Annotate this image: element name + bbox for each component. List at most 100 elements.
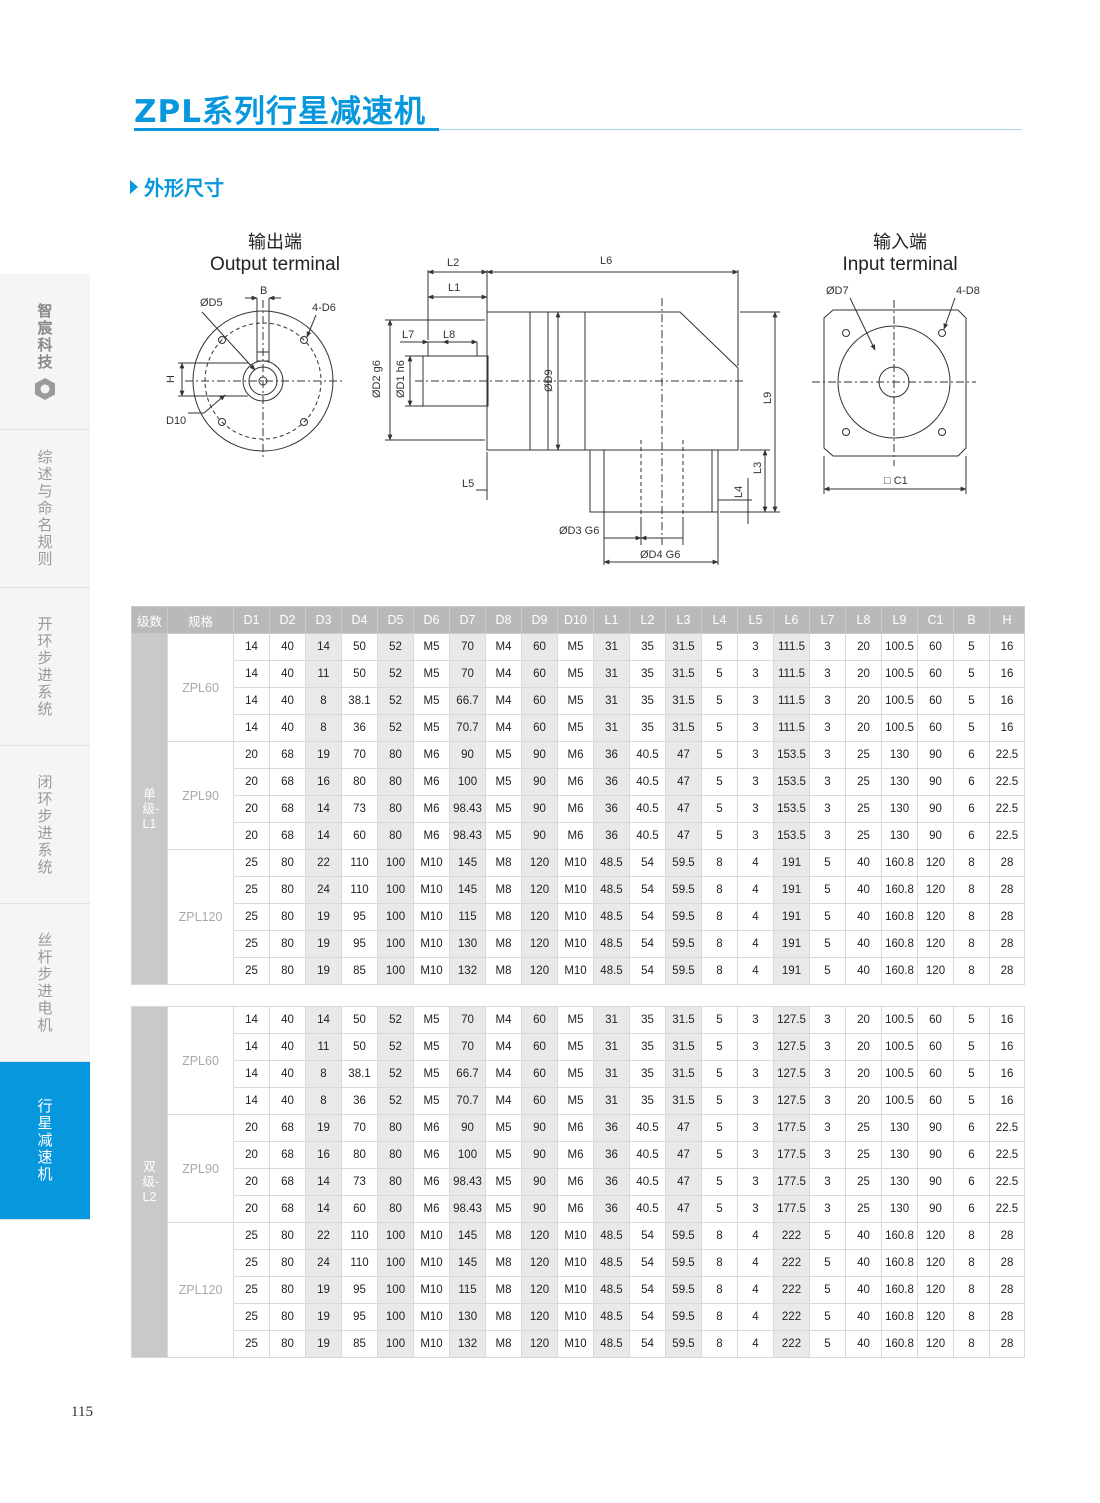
table-cell: 54	[629, 1276, 666, 1304]
label-d5: ØD5	[200, 297, 223, 309]
table-cell: 98.43	[449, 822, 486, 850]
table-cell: 22	[305, 849, 342, 877]
table-cell: 25	[233, 957, 270, 985]
table-cell: 4	[737, 849, 774, 877]
table-cell: 130	[881, 822, 918, 850]
column-header: D6	[413, 606, 450, 634]
table-cell: 31	[593, 687, 630, 715]
table-cell: M8	[485, 876, 522, 904]
sidebar-item-overview[interactable]: 综述与命名规则	[0, 430, 90, 588]
sidebar-item-lead-screw[interactable]: 丝杆步进电机	[0, 904, 90, 1062]
table-cell: 40.5	[629, 1195, 666, 1223]
table-cell: 130	[881, 1114, 918, 1142]
table-cell: M6	[413, 768, 450, 796]
table-cell: 38.1	[341, 687, 378, 715]
table-cell: 47	[665, 1141, 702, 1169]
table-cell: 132	[449, 957, 486, 985]
table-cell: 120	[521, 1249, 558, 1277]
table-cell: 3	[809, 741, 846, 769]
sidebar-item-closed-loop[interactable]: 闭环步进系统	[0, 746, 90, 904]
table-cell: M10	[413, 1303, 450, 1331]
table-cell: 14	[305, 1168, 342, 1196]
table-cell: 59.5	[665, 1276, 702, 1304]
table-cell: 40	[845, 876, 882, 904]
table-cell: 90	[521, 1141, 558, 1169]
table-cell: 3	[737, 741, 774, 769]
table-cell: 60	[521, 1060, 558, 1088]
table-cell: 50	[341, 1033, 378, 1061]
table-cell: 16	[989, 714, 1025, 742]
table-cell: 98.43	[449, 795, 486, 823]
table-cell: 70.7	[449, 714, 486, 742]
table-cell: 70	[449, 1006, 486, 1034]
table-cell: 95	[341, 930, 378, 958]
table-cell: 60	[521, 1087, 558, 1115]
table-cell: 3	[809, 660, 846, 688]
sidebar-item-open-loop[interactable]: 开环步进系统	[0, 588, 90, 746]
table-cell: M4	[485, 1033, 522, 1061]
table-cell: M10	[413, 849, 450, 877]
table-cell: 5	[953, 1033, 990, 1061]
table-cell: M5	[485, 1168, 522, 1196]
table-cell: 3	[809, 1006, 846, 1034]
table-cell: 8	[305, 1087, 342, 1115]
table-cell: 100.5	[881, 687, 918, 715]
section-title: 外形尺寸	[144, 176, 224, 200]
table-cell: 28	[989, 1249, 1025, 1277]
table-cell: 25	[233, 876, 270, 904]
table-cell: 40	[269, 1087, 306, 1115]
table-cell: 14	[233, 1060, 270, 1088]
table-cell: 40	[845, 930, 882, 958]
table-cell: M4	[485, 687, 522, 715]
column-header: D10	[557, 606, 594, 634]
table-cell: 5	[701, 1141, 738, 1169]
table-cell: 100	[449, 768, 486, 796]
output-terminal-label: 输出端 Output terminal	[190, 228, 360, 276]
table-cell: 120	[917, 930, 954, 958]
table-cell: M4	[485, 714, 522, 742]
table-cell: 19	[305, 741, 342, 769]
table-cell: 100	[449, 1141, 486, 1169]
model-cell: ZPL60	[167, 1006, 234, 1115]
table-cell: 120	[521, 957, 558, 985]
table-cell: 90	[917, 795, 954, 823]
table-cell: 153.5	[773, 795, 810, 823]
table-cell: 31.5	[665, 1087, 702, 1115]
table-cell: 191	[773, 957, 810, 985]
table-cell: 8	[701, 1222, 738, 1250]
table-cell: 48.5	[593, 903, 630, 931]
table-cell: 52	[377, 1087, 414, 1115]
table-cell: M10	[413, 1330, 450, 1358]
sidebar-item-label: 闭环步进系统	[35, 773, 54, 876]
table-cell: 130	[881, 1168, 918, 1196]
table-cell: 16	[305, 768, 342, 796]
input-en: Input terminal	[842, 254, 958, 275]
table-cell: 5	[953, 714, 990, 742]
table-cell: M6	[413, 1141, 450, 1169]
table-cell: 222	[773, 1222, 810, 1250]
table-cell: 100.5	[881, 660, 918, 688]
table-cell: 5	[701, 660, 738, 688]
table-cell: M5	[413, 1006, 450, 1034]
table-cell: 25	[845, 1195, 882, 1223]
model-cell: ZPL120	[167, 1222, 234, 1358]
table-cell: 52	[377, 660, 414, 688]
table-cell: M5	[413, 660, 450, 688]
label-l2: L2	[447, 257, 459, 269]
table-cell: 60	[521, 714, 558, 742]
table-cell: M10	[557, 957, 594, 985]
table-cell: 120	[521, 930, 558, 958]
sidebar-item-planetary-reducer[interactable]: 行星减速机	[0, 1062, 90, 1220]
table-cell: 3	[737, 1006, 774, 1034]
table-cell: 31.5	[665, 714, 702, 742]
table-cell: 25	[233, 1330, 270, 1358]
table-cell: 80	[377, 741, 414, 769]
table-cell: 110	[341, 1249, 378, 1277]
table-cell: 80	[269, 930, 306, 958]
table-cell: M10	[413, 957, 450, 985]
table-cell: M10	[413, 1222, 450, 1250]
